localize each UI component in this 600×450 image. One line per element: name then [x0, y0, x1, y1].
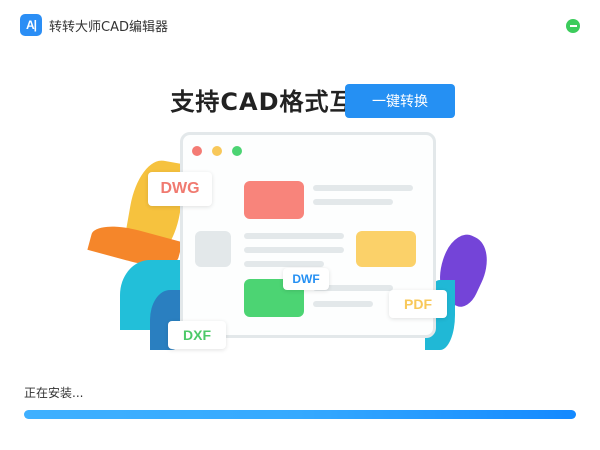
green-dot-icon: [232, 146, 242, 156]
text-line: [244, 247, 344, 253]
app-logo-icon: A|: [20, 14, 42, 36]
title-bar: A| 转转大师CAD编辑器: [0, 0, 600, 46]
minimize-button[interactable]: [566, 19, 580, 33]
app-title: 转转大师CAD编辑器: [49, 20, 168, 35]
red-block: [244, 181, 304, 219]
pdf-tag: PDF: [389, 290, 447, 318]
page-title: 支持CAD格式互相转换: [170, 88, 430, 116]
text-line: [313, 199, 393, 205]
text-line: [313, 185, 413, 191]
minus-icon: [569, 25, 577, 27]
dxf-tag: DXF: [168, 321, 226, 349]
illustration: DWG DWF DXF PDF: [0, 120, 600, 360]
one-click-convert-button[interactable]: 一键转换: [345, 84, 455, 118]
install-progress-bar: [24, 410, 576, 419]
dwg-tag: DWG: [148, 172, 212, 206]
text-line: [244, 261, 324, 267]
text-line: [244, 233, 344, 239]
yellow-dot-icon: [212, 146, 222, 156]
yellow-block: [356, 231, 416, 267]
dwf-tag: DWF: [283, 268, 329, 290]
install-status: 正在安装...: [24, 386, 84, 400]
text-line: [313, 301, 373, 307]
gray-block: [195, 231, 231, 267]
text-line: [313, 285, 393, 291]
red-dot-icon: [192, 146, 202, 156]
